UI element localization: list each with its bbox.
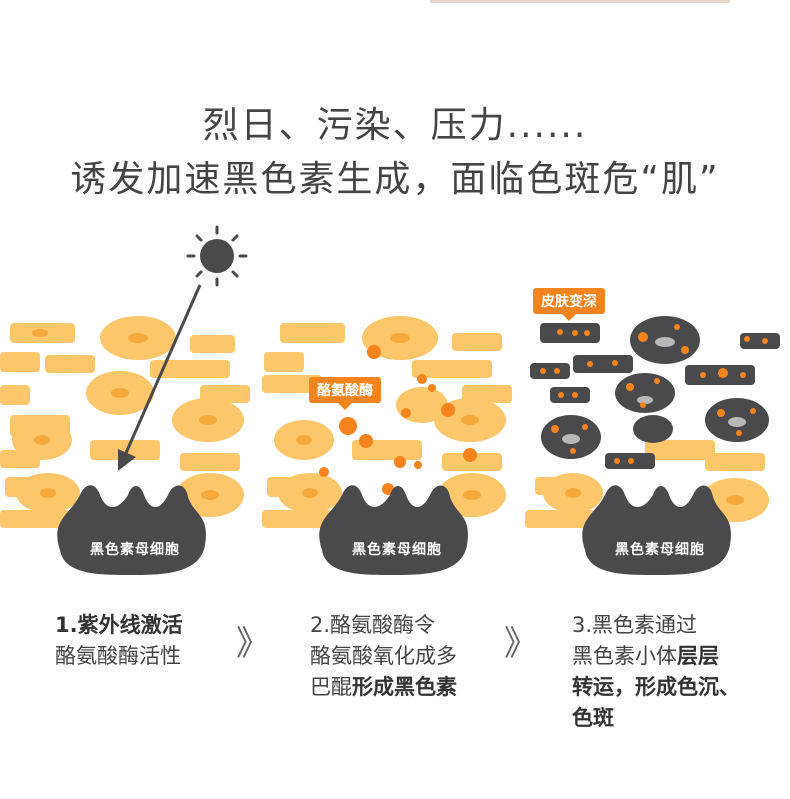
step-3-line4: 色斑 xyxy=(572,706,614,730)
melanocyte-label: 黑色素母细胞 xyxy=(90,542,180,558)
step-3-line2-a: 黑色素小体 xyxy=(572,644,677,668)
tyrosinase-tag: 酪氨酸酶 xyxy=(309,377,381,410)
skin-cells-illustration-2 xyxy=(262,316,512,575)
step-2-line3-a: 巴醌 xyxy=(310,675,352,699)
chevron-right-icon: 》 xyxy=(236,624,270,664)
step-3-line3: 转运，形成色沉、 xyxy=(572,675,740,699)
skin-darkening-tag: 皮肤变深 xyxy=(533,288,605,321)
top-divider xyxy=(430,0,730,3)
melanocyte-cell xyxy=(57,485,206,575)
headline-line2: 诱发加速黑色素生成，面临色斑危“肌” xyxy=(70,159,720,200)
skin-cells-illustration-1 xyxy=(0,225,250,575)
skin-cells-illustration-3 xyxy=(525,316,780,575)
step-3-line2: 黑色素小体层层 xyxy=(572,641,740,672)
step-2-description: 2.酪氨酸酶令 酪氨酸氧化成多 巴醌形成黑色素 xyxy=(310,610,457,703)
panel-uv-activation: 黑色素母细胞 xyxy=(0,215,270,605)
step-2-line3-b: 形成黑色素 xyxy=(352,675,457,699)
melanocyte-cell xyxy=(319,485,468,575)
melanocyte-cell xyxy=(582,485,731,575)
step-1-line2: 酪氨酸酶活性 xyxy=(55,644,181,668)
melanocyte-label: 黑色素母细胞 xyxy=(615,542,705,558)
step-2-line2: 酪氨酸氧化成多 xyxy=(310,644,457,668)
uv-arrow-icon xyxy=(118,284,202,471)
tyrosinase-particles xyxy=(319,345,477,495)
chevron-right-icon: 》 xyxy=(504,624,538,664)
step-1-title: 1.紫外线激活 xyxy=(55,613,183,637)
step-1-description: 1.紫外线激活 酪氨酸酶活性 xyxy=(55,610,183,672)
melanin-particles xyxy=(540,324,768,464)
melanocyte-label: 黑色素母细胞 xyxy=(352,542,442,558)
step-3-line2-b: 层层 xyxy=(677,644,719,668)
headline-line1: 烈日、污染、压力...... xyxy=(202,105,588,146)
panel-pigmentation: 皮肤变深 黑色素母细胞 xyxy=(525,215,790,605)
step-3-description: 3.黑色素通过 黑色素小体层层 转运，形成色沉、 色斑 xyxy=(572,610,740,734)
step-3-title: 3.黑色素通过 xyxy=(572,613,698,637)
panel-tyrosinase: 酪氨酸酶 黑色素母细胞 xyxy=(262,215,532,605)
step-2-line3: 巴醌形成黑色素 xyxy=(310,672,457,703)
sun-icon xyxy=(186,225,248,287)
step-2-title: 2.酪氨酸酶令 xyxy=(310,613,436,637)
